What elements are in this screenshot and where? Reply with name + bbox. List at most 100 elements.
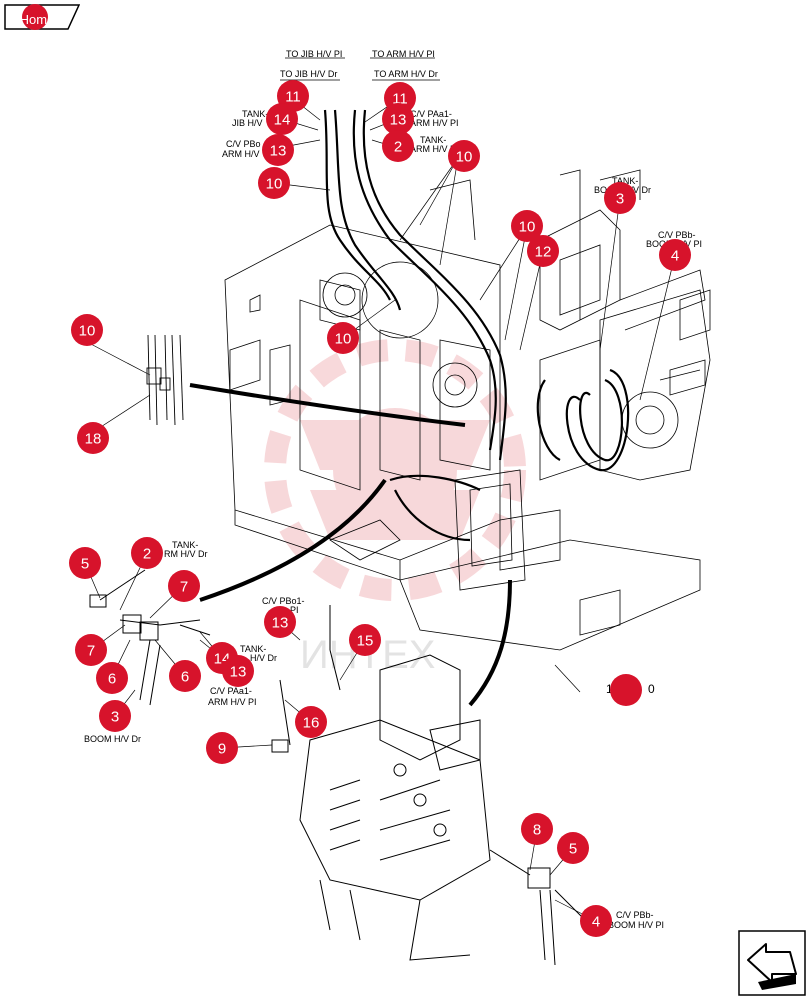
callout-circle	[99, 700, 131, 732]
callout-10[interactable]: 10	[511, 210, 543, 242]
callout-10[interactable]: 10	[258, 167, 290, 199]
callout-circle	[604, 182, 636, 214]
callout-number: 14	[274, 112, 291, 129]
callout-18[interactable]: 18	[77, 422, 109, 454]
callout-number: 4	[671, 248, 679, 265]
watermark-logo	[264, 339, 526, 601]
callout-circle	[169, 660, 201, 692]
callout-13[interactable]: 13	[382, 103, 414, 135]
callout-4[interactable]: 4	[580, 905, 612, 937]
callout-circle	[264, 606, 296, 638]
callout-3[interactable]: 3	[99, 700, 131, 732]
callout-circle	[295, 706, 327, 738]
callout-circle	[206, 732, 238, 764]
callout-number: 10	[266, 176, 283, 193]
back-navigation-button[interactable]	[738, 930, 806, 996]
label-cv-pbo1-1: C/V PBo1-	[262, 596, 305, 606]
callout-number: 5	[81, 556, 89, 573]
label-to-jib-pi: TO JIB H/V PI	[286, 49, 342, 59]
callout-circle	[349, 624, 381, 656]
callout-2[interactable]: 2	[131, 537, 163, 569]
callout-number: 3	[616, 191, 624, 208]
callout-circle	[511, 210, 543, 242]
callout-5[interactable]: 5	[557, 832, 589, 864]
label-tank-rm-1: TANK-	[172, 540, 198, 550]
callout-circle	[382, 130, 414, 162]
callout-number: 3	[111, 709, 119, 726]
label-tank-arm-1: TANK-	[420, 135, 446, 145]
fittings-bottom-right	[489, 849, 591, 966]
callout-15[interactable]: 15	[349, 624, 381, 656]
callout-number: 12	[535, 244, 552, 261]
label-tank-rm-2: RM H/V Dr	[164, 549, 208, 559]
home-tab-shape	[4, 4, 81, 30]
reference-page-marker[interactable]	[610, 674, 642, 706]
callout-4[interactable]: 4	[659, 239, 691, 271]
label-to-arm-pi: TO ARM H/V PI	[372, 49, 435, 59]
control-valve-block	[271, 605, 491, 961]
callout-circle	[96, 662, 128, 694]
callout-circle	[580, 905, 612, 937]
callout-circle	[71, 314, 103, 346]
callout-9[interactable]: 9	[206, 732, 238, 764]
callout-circle	[258, 167, 290, 199]
callout-number: 6	[108, 671, 116, 688]
callout-circle	[557, 832, 589, 864]
callout-10[interactable]: 10	[327, 322, 359, 354]
callout-14[interactable]: 14	[266, 103, 298, 135]
callout-circle	[527, 235, 559, 267]
hose-clamp-detail	[146, 334, 184, 426]
label-tank-boom-1: TANK-	[612, 176, 638, 186]
callout-2[interactable]: 2	[382, 130, 414, 162]
callout-13[interactable]: 13	[262, 134, 294, 166]
callout-16[interactable]: 16	[295, 706, 327, 738]
callout-number: 18	[85, 431, 102, 448]
callout-3[interactable]: 3	[604, 182, 636, 214]
home-button[interactable]: Home	[4, 4, 81, 30]
callout-circle	[69, 547, 101, 579]
callout-number: 8	[533, 822, 541, 839]
hoses	[323, 109, 630, 542]
callout-10[interactable]: 10	[448, 140, 480, 172]
label-cv-pbbb-1: C/V PBb-	[616, 910, 654, 920]
label-tank-jib-2: JIB H/V	[232, 118, 263, 128]
callout-number: 15	[357, 633, 374, 650]
callout-number: 4	[592, 914, 600, 931]
label-cv-pbo1-2: PI	[290, 605, 299, 615]
callout-7[interactable]: 7	[75, 634, 107, 666]
callout-circle	[448, 140, 480, 172]
callout-number: 16	[303, 715, 320, 732]
callout-number: 9	[218, 741, 226, 758]
callout-6[interactable]: 6	[96, 662, 128, 694]
callout-7[interactable]: 7	[168, 570, 200, 602]
callout-number: 2	[143, 546, 151, 563]
callout-number: 2	[394, 139, 402, 156]
label-tank-hv-1: TANK-	[240, 644, 266, 654]
label-cv-pbbb-2: BOOM H/V PI	[608, 920, 664, 930]
callout-13[interactable]: 13	[222, 655, 254, 687]
callout-circle	[521, 813, 553, 845]
section-pointers	[189, 383, 512, 707]
callout-6[interactable]: 6	[169, 660, 201, 692]
callout-8[interactable]: 8	[521, 813, 553, 845]
label-to-jib-dr: TO JIB H/V Dr	[280, 69, 337, 79]
callout-number: 13	[390, 112, 407, 129]
callout-10[interactable]: 10	[71, 314, 103, 346]
callout-number: 10	[456, 149, 473, 166]
callout-13[interactable]: 13	[264, 606, 296, 638]
label-cv-pbb-1: C/V PBb-	[658, 230, 696, 240]
fittings-left	[89, 569, 211, 706]
callout-number: 11	[285, 89, 301, 106]
label-cv-pbo-arm-2: ARM H/V	[222, 149, 260, 159]
callout-number: 13	[230, 664, 247, 681]
back-arrow-icon	[738, 930, 806, 996]
callout-circle	[168, 570, 200, 602]
callout-circle	[382, 103, 414, 135]
callout-number: 10	[519, 219, 536, 236]
label-to-arm-dr: TO ARM H/V Dr	[374, 69, 438, 79]
callout-number: 5	[569, 841, 577, 858]
callout-12[interactable]: 12	[527, 235, 559, 267]
callout-5[interactable]: 5	[69, 547, 101, 579]
